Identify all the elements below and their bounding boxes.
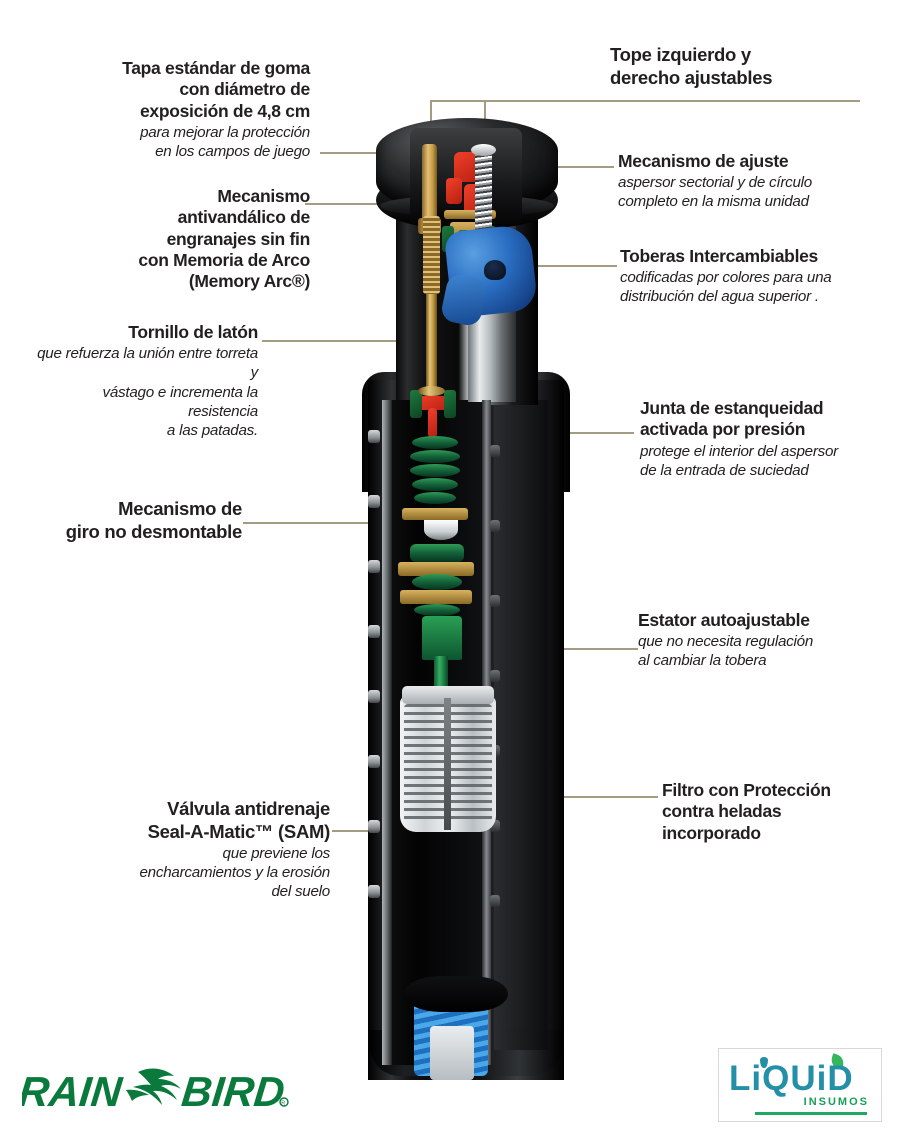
callout-title: Junta de estanqueidad activada por presi…: [640, 398, 824, 440]
callout-tapa-estandar: Tapa estándar de goma con diámetro de ex…: [60, 58, 310, 161]
leader-line-tope: [430, 100, 860, 102]
gearbox-plate-upper: [402, 508, 468, 520]
gearbox-plate-lower: [400, 590, 472, 604]
callout-mecanismo-de-ajuste: Mecanismo de ajuste aspersor sectorial y…: [618, 151, 886, 212]
adjust-screw-head: [471, 144, 496, 156]
leader-line-junta: [510, 432, 634, 434]
leader-line-tapa: [320, 152, 400, 154]
gearbox-main-gear: [410, 544, 464, 562]
stator-stem: [434, 656, 448, 688]
callout-title: Tapa estándar de goma con diámetro de ex…: [122, 58, 310, 121]
seal-green-left: [410, 390, 422, 418]
housing-rib: [490, 595, 500, 607]
callout-subtitle: codificadas por colores para una distrib…: [620, 269, 832, 306]
housing-rib: [368, 755, 380, 768]
sprinkler-cutaway-illustration: [318, 100, 608, 1080]
leader-line-toberas: [505, 265, 617, 267]
housing-rib: [368, 625, 380, 638]
rain-bird-word-right: BIRD: [179, 1068, 287, 1115]
housing-rib: [368, 885, 380, 898]
gear-disc: [412, 478, 458, 491]
callout-tope-izquierdo-derecho: Tope izquierdo y derecho ajustables: [610, 44, 882, 89]
housing-rib: [368, 495, 380, 508]
callout-tornillo-de-laton: Tornillo de latón que refuerza la unión …: [30, 322, 258, 440]
rain-bird-logo: RAIN BIRD R: [16, 1062, 292, 1120]
callout-mecanismo-antivandalico: Mecanismo antivandálico de engranajes si…: [60, 186, 310, 293]
pressure-seal-red: [414, 396, 450, 410]
leader-line-giro: [243, 522, 455, 524]
callout-title: Tope izquierdo y derecho ajustables: [610, 44, 773, 88]
housing-rib: [490, 895, 500, 907]
callout-subtitle: para mejorar la protección en los campos…: [140, 124, 310, 161]
leader-line-filtro: [486, 796, 658, 798]
callout-title: Filtro con Protección contra heladas inc…: [662, 780, 831, 843]
rain-bird-logo-svg: RAIN BIRD R: [16, 1068, 289, 1115]
filter-top-cap: [402, 686, 494, 704]
housing-rib: [490, 820, 500, 832]
pressure-seal-stem: [428, 408, 437, 438]
leader-line-tornillo: [262, 340, 430, 342]
rain-bird-word-left: RAIN: [22, 1068, 126, 1115]
gearbox-plate-mid: [398, 562, 474, 576]
callout-toberas-intercambiables: Toberas Intercambiables codificadas por …: [620, 246, 892, 307]
leader-line-estator: [500, 648, 638, 650]
liquid-insumos-logo: LiQUiD INSUMOS: [718, 1048, 882, 1122]
callout-subtitle: protege el interior del aspersor de la e…: [640, 442, 838, 479]
base-inner-shadow: [404, 976, 508, 1012]
cavity-wall-left: [382, 400, 392, 1065]
callout-title: Estator autoajustable: [638, 610, 810, 630]
callout-title: Mecanismo de ajuste: [618, 151, 789, 171]
housing-rib: [368, 820, 380, 833]
housing-rib: [368, 430, 380, 443]
leader-line-antivandalico: [305, 203, 425, 205]
gear-disc: [414, 492, 456, 504]
gear-disc: [410, 450, 460, 463]
inlet-core: [430, 1026, 474, 1080]
liquid-tagline: INSUMOS: [803, 1096, 869, 1108]
housing-rib: [368, 560, 380, 573]
housing-rib: [490, 520, 500, 532]
self-adjusting-stator: [422, 616, 462, 660]
nozzle-orifice: [484, 260, 506, 280]
gear-disc: [410, 464, 460, 477]
gear-disc: [414, 604, 460, 616]
worm-gear-plate: [444, 210, 496, 219]
arc-stop-red-lower: [446, 178, 462, 204]
brass-screw-threads: [423, 216, 440, 294]
registered-mark-letter: R: [281, 1101, 285, 1107]
callout-title: Tornillo de latón: [128, 322, 258, 342]
callout-subtitle: que refuerza la unión entre torreta y vá…: [37, 345, 258, 439]
housing-rib: [490, 445, 500, 457]
callout-title: Mecanismo antivandálico de engranajes si…: [138, 186, 310, 292]
callout-subtitle: que no necesita regulación al cambiar la…: [638, 633, 814, 670]
liquid-wordmark: LiQUiD: [729, 1059, 854, 1098]
seal-green-right: [444, 390, 456, 418]
callout-filtro-proteccion-heladas: Filtro con Protección contra heladas inc…: [662, 780, 892, 844]
callout-title: Mecanismo de giro no desmontable: [65, 498, 243, 542]
brass-screw: [422, 144, 437, 230]
housing-rib: [490, 670, 500, 682]
housing-rib: [368, 690, 380, 703]
gear-disc: [412, 436, 458, 449]
callout-mecanismo-de-giro: Mecanismo de giro no desmontable: [20, 498, 243, 543]
housing-right-sleeve: [494, 400, 548, 1050]
callout-estator-autoajustable: Estator autoajustable que no necesita re…: [638, 610, 890, 671]
gearbox-bearing-cup: [424, 520, 458, 540]
filter-seam: [444, 698, 451, 830]
callout-valvula-antidrenaje: Válvula antidrenaje Seal-A-Matic™ (SAM) …: [60, 798, 330, 902]
bird-icon: [126, 1068, 181, 1105]
callout-title: Toberas Intercambiables: [620, 246, 818, 266]
callout-subtitle: aspersor sectorial y de círculo completo…: [618, 174, 812, 211]
gearbox-lower-gear: [412, 574, 462, 590]
callout-junta-de-estanqueidad: Junta de estanqueidad activada por presi…: [640, 398, 898, 480]
callout-subtitle: que previene los encharcamientos y la er…: [139, 845, 330, 901]
brass-shaft-collar: [418, 386, 445, 396]
callout-title: Válvula antidrenaje Seal-A-Matic™ (SAM): [147, 798, 331, 842]
brass-drive-shaft: [426, 230, 437, 390]
liquid-underline: [755, 1112, 867, 1115]
registered-mark-icon: [279, 1097, 289, 1107]
